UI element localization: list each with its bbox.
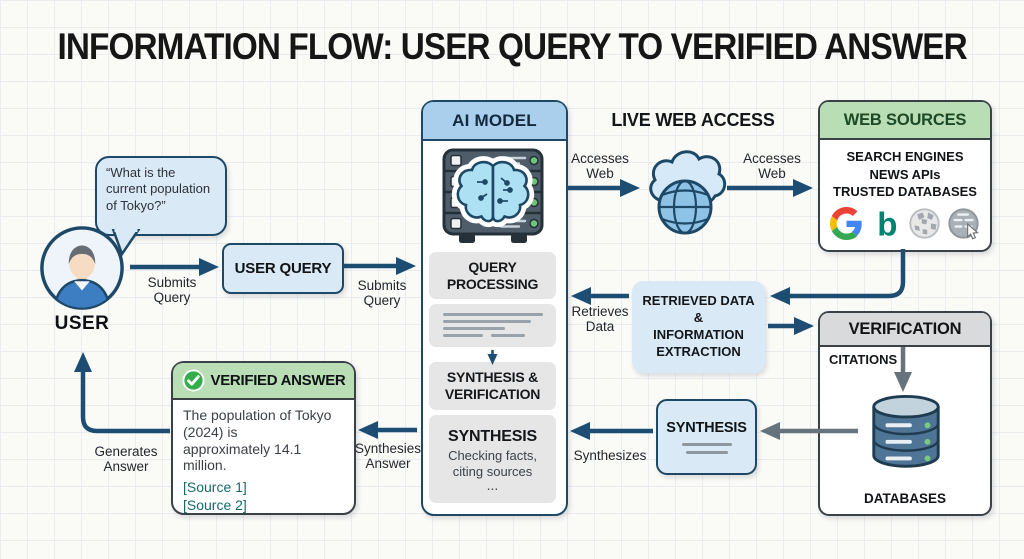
label-submits-query-1: Submits Query (147, 275, 197, 306)
arrow-verified-answer-to-user (74, 352, 170, 434)
page-title-text: INFORMATION FLOW: USER QUERY TO VERIFIED… (57, 26, 967, 67)
wikipedia-icon (909, 208, 940, 239)
user-query-label: USER QUERY (234, 260, 332, 277)
verified-answer-title: VERIFIED ANSWER (210, 372, 346, 389)
synthesis-step-ellipsis: ... (486, 477, 499, 494)
web-sources-items: SEARCH ENGINES NEWS APIs TRUSTED DATABAS… (833, 149, 977, 200)
label-submits-query-2: Submits Query (357, 278, 407, 309)
label-generates-answer: Generates Answer (94, 444, 158, 475)
user-label: USER (54, 313, 110, 334)
check-circle-icon (181, 369, 205, 392)
label-synthesies-answer: Synthesies Answer (354, 441, 422, 472)
svg-text:b: b (877, 207, 897, 240)
google-icon (830, 206, 862, 240)
retrieved-data-box: RETRIEVED DATA & INFORMATION EXTRACTION (632, 281, 765, 373)
synthesis-box: SYNTHESIS (656, 399, 757, 475)
source-link-2: [Source 2] (183, 497, 247, 514)
query-processing-step: QUERY PROCESSING (429, 252, 556, 299)
query-processing-label: QUERY PROCESSING (446, 258, 539, 292)
live-web-access-title: LIVE WEB ACCESS (611, 110, 775, 130)
label-accesses-web-2: Accesses Web (743, 151, 801, 182)
web-sources-box: WEB SOURCES SEARCH ENGINES NEWS APIs TRU… (818, 100, 992, 252)
web-sources-icons: b (820, 206, 990, 240)
web-sources-header: WEB SOURCES (820, 102, 990, 140)
verified-answer-box: VERIFIED ANSWER The population of Tokyo … (171, 361, 356, 515)
label-accesses-web-1: Accesses Web (571, 151, 629, 182)
user-avatar (40, 226, 124, 310)
synthesis-verification-label: SYNTHESIS & VERIFICATION (444, 369, 541, 402)
synthesis-step-title: SYNTHESIS (448, 428, 537, 446)
citations-label: CITATIONS (829, 352, 898, 367)
database-icon (872, 395, 940, 468)
source-link-1: [Source 1] (183, 479, 247, 496)
web-globe-cursor-icon (948, 208, 979, 240)
ai-model-header: AI MODEL (423, 102, 566, 141)
brain-icon (458, 162, 528, 221)
user-query-box: USER QUERY (222, 243, 344, 294)
verified-answer-header: VERIFIED ANSWER (173, 363, 354, 400)
arrow-websources-to-retrieved (770, 249, 906, 305)
speech-bubble: “What is the current population of Tokyo… (95, 156, 227, 236)
speech-bubble-tail (111, 229, 141, 257)
synthesis-step-subtitle: Checking facts, citing sources (448, 448, 537, 479)
document-lines-step (429, 304, 556, 347)
retrieved-data-label: RETRIEVED DATA & INFORMATION EXTRACTION (642, 293, 755, 359)
synthesis-box-title: SYNTHESIS (666, 420, 747, 436)
synthesis-step: SYNTHESIS Checking facts, citing sources… (429, 415, 556, 503)
verification-header: VERIFICATION (820, 313, 990, 347)
label-retrieves-data: Retrieves Data (571, 304, 629, 335)
speech-bubble-text: “What is the current population of Tokyo… (106, 165, 211, 213)
verified-answer-body: The population of Tokyo (2024) is approx… (183, 407, 332, 474)
databases-label: DATABASES (863, 491, 946, 506)
bing-icon: b (877, 207, 897, 240)
page-title: INFORMATION FLOW: USER QUERY TO VERIFIED… (0, 26, 1024, 68)
synthesis-verification-step: SYNTHESIS & VERIFICATION (429, 362, 556, 410)
server-brain-icon (442, 148, 544, 243)
cloud-globe-icon (649, 150, 727, 235)
label-synthesizes: Synthesizes (573, 448, 647, 463)
